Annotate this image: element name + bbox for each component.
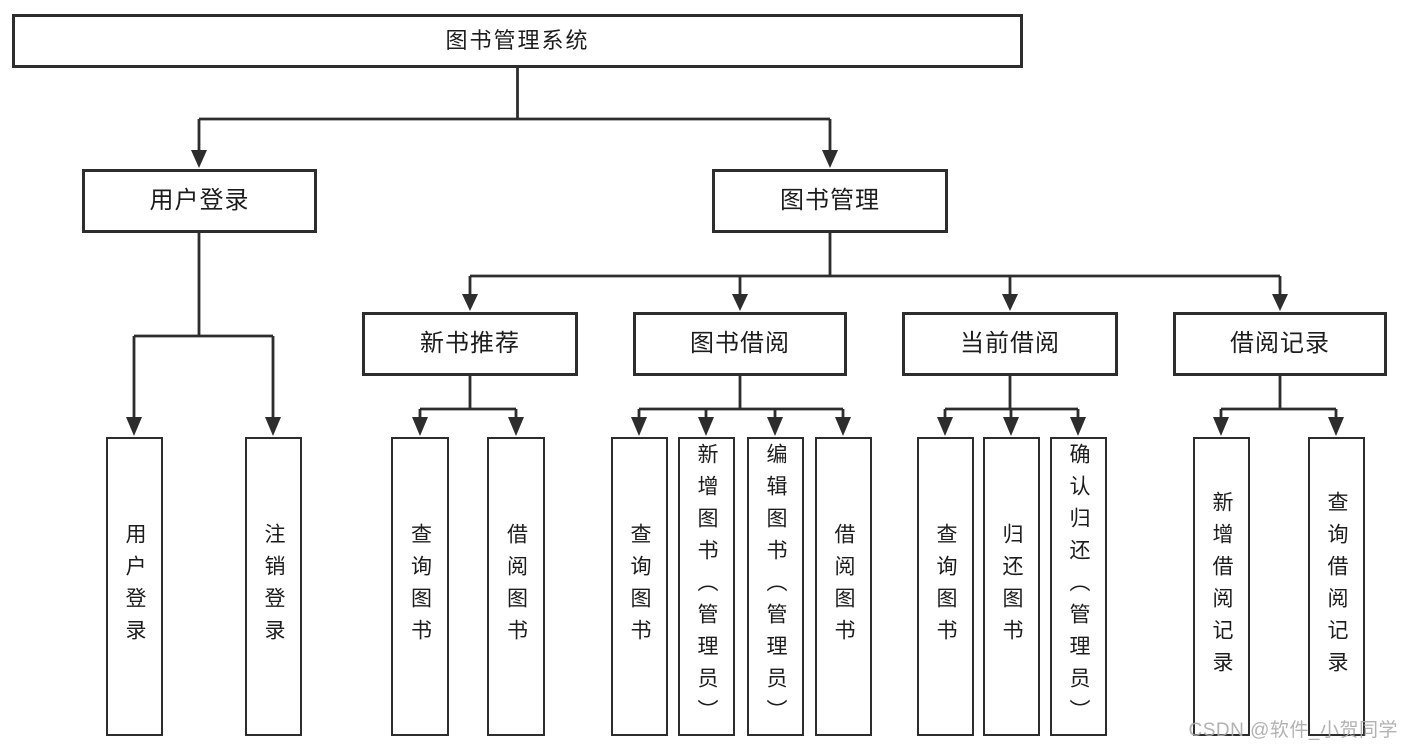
- arrowhead: [1002, 294, 1018, 311]
- node-confirm-return-admin-label: 确认归还（管理员）: [1067, 442, 1090, 731]
- arrowhead: [937, 417, 953, 436]
- node-add-borrow-record: 新增借阅记录: [1193, 437, 1250, 736]
- connector-user-login-branch: [132, 233, 275, 418]
- arrowhead: [265, 417, 281, 436]
- node-user-login-label: 用户登录: [123, 522, 146, 651]
- arrowhead: [462, 294, 478, 311]
- arrowhead: [822, 150, 838, 168]
- node-new-book-recommend: 新书推荐: [362, 312, 578, 376]
- connector-current-borrow-branch: [943, 376, 1080, 418]
- node-confirm-return-admin: 确认归还（管理员）: [1050, 437, 1107, 736]
- node-current-borrowing-label: 当前借阅: [960, 330, 1060, 357]
- node-query-borrow-record-label: 查询借阅记录: [1325, 490, 1348, 683]
- node-user-login-group-label: 用户登录: [149, 187, 250, 214]
- arrowhead: [1213, 417, 1229, 436]
- node-borrowing-records: 借阅记录: [1173, 312, 1387, 376]
- arrowhead: [698, 417, 714, 436]
- node-query-books-borrowing-label: 查询图书: [628, 522, 651, 651]
- node-borrow-books-recommend: 借阅图书: [487, 437, 545, 736]
- node-new-book-recommend-label: 新书推荐: [420, 330, 520, 357]
- node-logout: 注销登录: [245, 437, 302, 736]
- node-edit-book-admin-label: 编辑图书（管理员）: [764, 442, 787, 731]
- node-logout-label: 注销登录: [262, 522, 285, 651]
- connector-new-book-branch: [418, 376, 518, 418]
- node-user-login: 用户登录: [106, 437, 163, 736]
- node-library-management-system-label: 图书管理系统: [445, 28, 590, 53]
- node-edit-book-admin: 编辑图书（管理员）: [747, 437, 804, 736]
- arrowhead: [835, 417, 851, 436]
- node-add-borrow-record-label: 新增借阅记录: [1210, 490, 1233, 683]
- arrowhead: [412, 417, 428, 436]
- node-query-books-recommend-label: 查询图书: [408, 522, 432, 651]
- node-user-login-group: 用户登录: [82, 169, 317, 233]
- node-add-book-admin: 新增图书（管理员）: [678, 437, 735, 736]
- node-query-books-current: 查询图书: [917, 437, 974, 736]
- node-book-borrowing-label: 图书借阅: [690, 330, 790, 357]
- node-book-management: 图书管理: [712, 169, 948, 233]
- node-return-book-label: 归还图书: [1000, 522, 1023, 651]
- connector-book-borrow-branch: [637, 376, 845, 418]
- arrowhead: [1328, 417, 1344, 436]
- arrowhead: [126, 417, 142, 436]
- arrowhead: [191, 150, 207, 168]
- node-add-book-admin-label: 新增图书（管理员）: [695, 442, 718, 731]
- node-borrow-books-borrowing-label: 借阅图书: [832, 522, 855, 651]
- arrowheads: [126, 150, 1344, 436]
- connector-book-management-branch: [468, 233, 1282, 294]
- arrowhead: [767, 417, 783, 436]
- node-query-books-borrowing: 查询图书: [611, 437, 668, 736]
- arrowhead: [732, 294, 748, 311]
- connector-borrow-record-branch: [1219, 376, 1338, 418]
- csdn-watermark: CSDN @软件_小贺同学: [1188, 720, 1398, 741]
- arrowhead: [1003, 417, 1019, 436]
- arrowhead: [1070, 417, 1086, 436]
- node-borrowing-records-label: 借阅记录: [1230, 330, 1330, 357]
- node-library-management-system: 图书管理系统: [12, 14, 1023, 68]
- arrowhead: [631, 417, 647, 436]
- node-return-book: 归还图书: [983, 437, 1040, 736]
- node-current-borrowing: 当前借阅: [902, 312, 1118, 376]
- node-borrow-books-borrowing: 借阅图书: [815, 437, 872, 736]
- node-book-borrowing: 图书借阅: [633, 312, 847, 376]
- node-borrow-books-recommend-label: 借阅图书: [504, 522, 528, 651]
- node-query-books-current-label: 查询图书: [934, 522, 957, 651]
- node-query-books-recommend: 查询图书: [391, 437, 449, 736]
- arrowhead: [508, 417, 524, 436]
- arrowhead: [1272, 294, 1288, 311]
- node-book-management-label: 图书管理: [780, 187, 880, 214]
- node-query-borrow-record: 查询借阅记录: [1308, 437, 1365, 736]
- connector-root-branch: [197, 68, 832, 151]
